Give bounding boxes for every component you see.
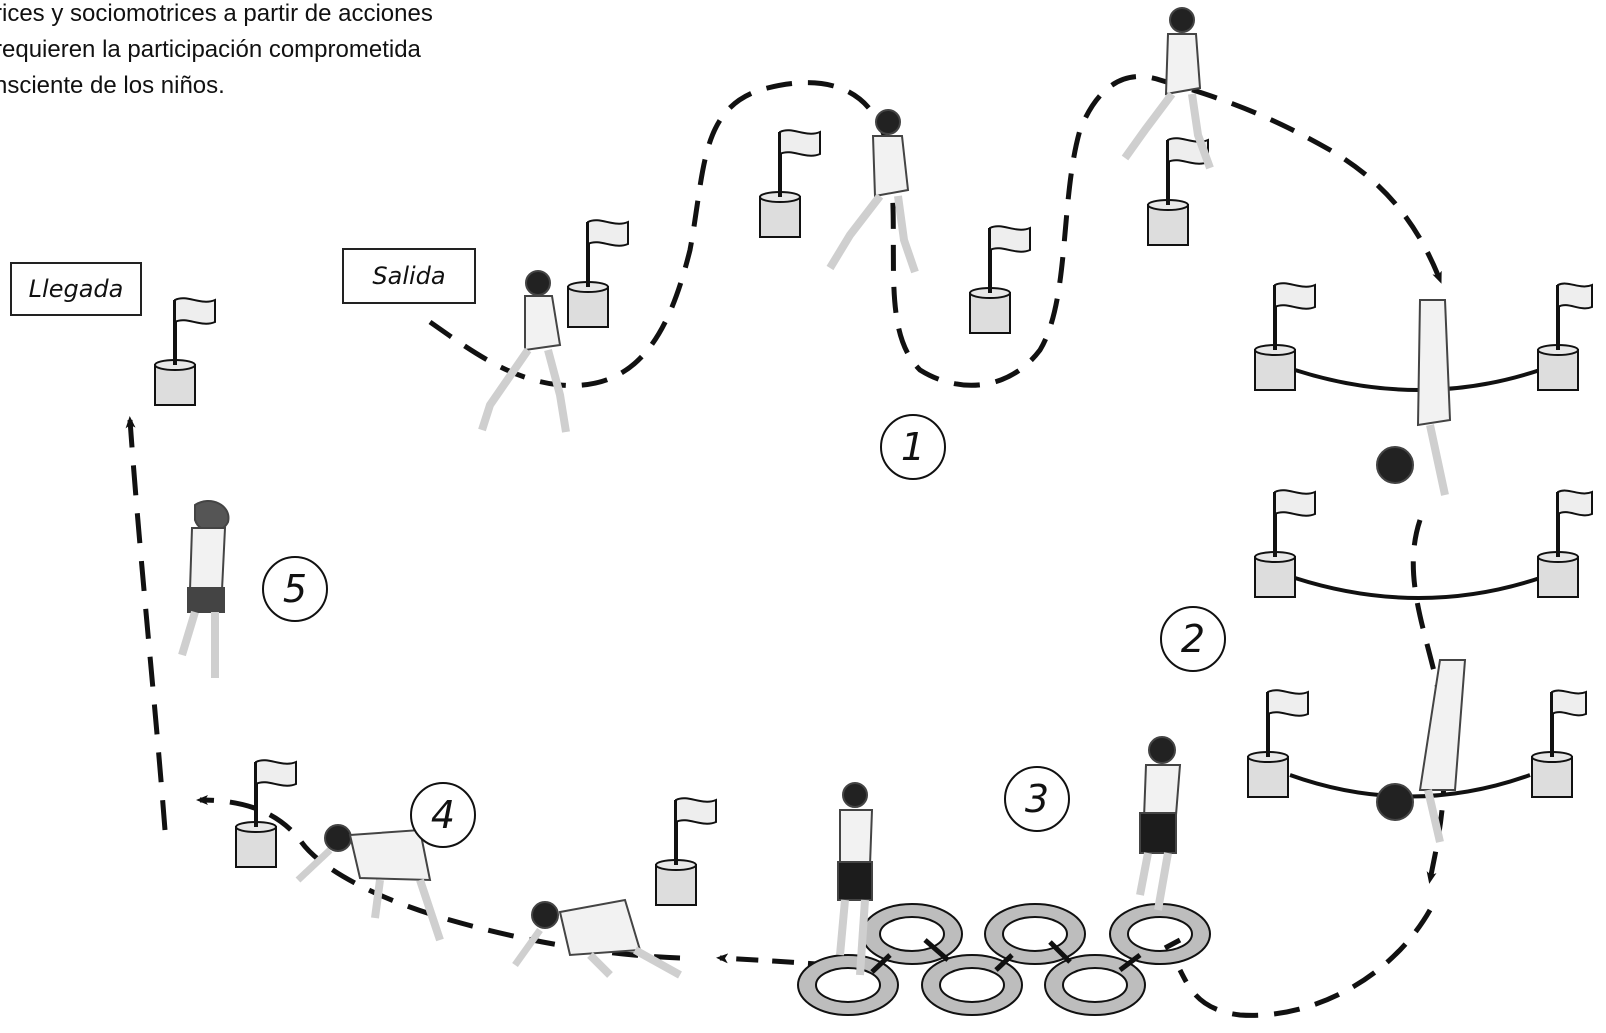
flag-icon (1247, 689, 1309, 798)
intro-line: nsciente de los niños. (0, 72, 225, 99)
station-number: 2 (1160, 606, 1226, 672)
flag-icon (567, 219, 629, 328)
flag-icon (969, 225, 1031, 334)
flag-icon (1147, 137, 1209, 246)
flag-icon (1537, 282, 1593, 391)
hurdle (1247, 689, 1587, 799)
child-figure-icon (1376, 299, 1452, 496)
child-figure-icon (836, 782, 874, 976)
flag-icon (1254, 489, 1316, 598)
child-figure-icon (512, 898, 682, 979)
child-figure-icon (1121, 7, 1214, 170)
hoop-icon (921, 954, 1023, 1016)
intro-line: requieren la participación comprometida (0, 36, 421, 63)
station-number: 4 (410, 782, 476, 848)
intro-line: rices y sociomotrices a partir de accion… (0, 0, 433, 27)
finish-label: Llegada (10, 262, 142, 316)
flag-icon (759, 129, 821, 238)
station-number: 5 (262, 556, 328, 622)
child-figure-icon (1376, 659, 1467, 843)
station-number: 3 (1004, 766, 1070, 832)
hoop-connectors (870, 937, 1182, 974)
path-station-3 (1177, 908, 1433, 1018)
child-figure-icon (826, 109, 919, 274)
hurdle (1254, 489, 1593, 600)
flag-icon (655, 797, 717, 906)
path-station-5 (125, 416, 168, 831)
start-label: Salida (342, 248, 476, 304)
child-figure-icon (478, 270, 570, 433)
flag-icon (1537, 489, 1593, 598)
station-number: 1 (880, 414, 946, 480)
hoop-icon (1109, 903, 1211, 965)
intro-text: rices y sociomotrices a partir de accion… (0, 0, 494, 104)
flag-icon (235, 759, 297, 868)
flag-icon (1531, 689, 1587, 798)
hoop-icon (984, 903, 1086, 965)
flag-icon (1254, 282, 1316, 391)
child-figure-icon (295, 824, 444, 942)
path-station-1 (428, 74, 1443, 389)
child-figure-icon (178, 500, 230, 678)
hoop-icon (861, 903, 963, 965)
hurdle (1254, 282, 1593, 392)
flag-icon (154, 297, 216, 406)
child-figure-icon (1136, 736, 1182, 911)
